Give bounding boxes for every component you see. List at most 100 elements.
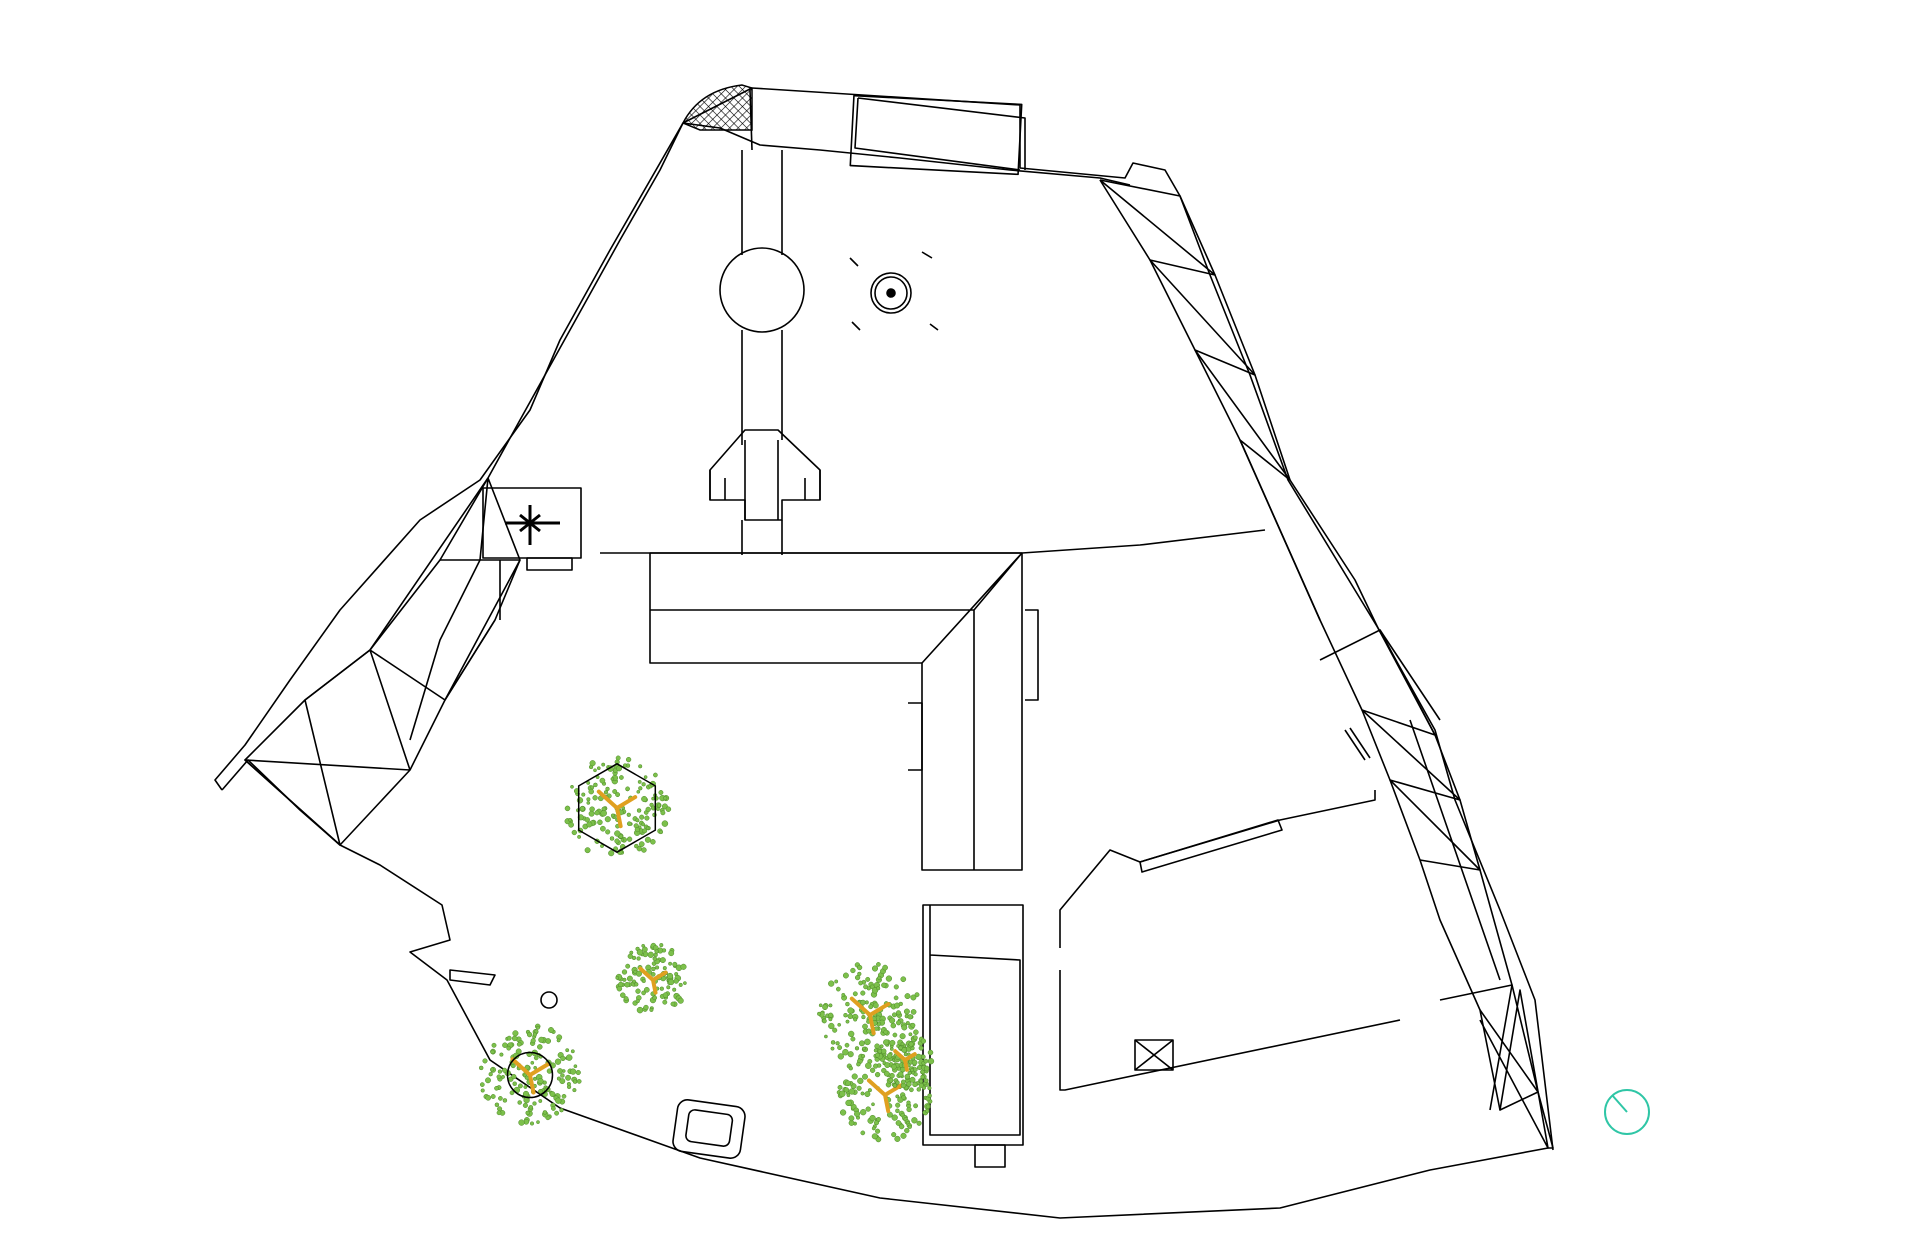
tree-leaf <box>898 1001 903 1007</box>
tree-leaf <box>925 1108 930 1114</box>
tree-trunk <box>849 996 891 1036</box>
tree-leaf <box>914 992 920 998</box>
tree-leaf <box>876 1116 881 1122</box>
tree-leaf <box>900 1042 905 1046</box>
tree-leaf <box>625 756 632 763</box>
tree-leaf <box>927 1049 934 1056</box>
tree-leaf <box>845 1080 851 1087</box>
tree-leaf <box>892 1032 898 1038</box>
garden-pavilion-inner <box>685 1109 734 1147</box>
tree-leaf <box>857 1077 864 1085</box>
tree-leaf <box>573 1064 578 1069</box>
tree-leaf <box>545 1038 552 1044</box>
tree-leaf <box>651 966 656 972</box>
tree-leaf <box>589 760 596 767</box>
tree-leaf <box>830 1040 836 1045</box>
tree-leaf <box>895 1102 901 1108</box>
tree-leaf <box>861 1014 866 1020</box>
tree-leaf <box>900 1079 906 1085</box>
tree-leaf <box>668 979 675 986</box>
tree-leaf <box>501 1074 505 1079</box>
tree-leaf <box>538 1088 543 1094</box>
tree-leaf <box>879 1044 884 1049</box>
tree-leaf <box>862 1046 866 1051</box>
tree-leaf <box>822 1018 827 1024</box>
tree-leaf <box>538 1036 545 1043</box>
tree-leaf <box>837 1045 843 1051</box>
tree-leaf <box>512 1030 519 1037</box>
tree-leaf <box>889 1039 896 1046</box>
tree-leaf <box>863 984 869 990</box>
statue-symbol <box>505 505 560 545</box>
tree-leaf <box>854 1046 860 1051</box>
tree-leaf <box>847 1051 854 1058</box>
tree-leaf <box>635 970 642 977</box>
tree-leaf <box>901 1024 908 1031</box>
tree-leaf <box>641 822 646 827</box>
tree-leaf <box>856 1085 862 1091</box>
tree-leaf <box>554 1110 560 1116</box>
tree-leaf <box>636 808 642 813</box>
tree-leaf <box>828 1012 834 1018</box>
tree-leaf <box>851 1073 858 1080</box>
tree-leaf <box>912 1035 918 1041</box>
tree-leaf <box>584 847 591 854</box>
tree-leaf <box>865 976 871 982</box>
tree-leaf <box>888 1077 894 1083</box>
tree-leaf <box>927 1093 932 1098</box>
tree-leaf <box>842 972 849 979</box>
fountain-outer <box>870 272 912 314</box>
tree-leaf <box>608 850 615 857</box>
tree-leaf <box>655 965 660 970</box>
site-boundary-west <box>214 122 684 791</box>
tree-leaf <box>511 1074 517 1080</box>
tree-leaf <box>637 779 642 784</box>
tree-leaf <box>572 1079 578 1084</box>
tree-leaf <box>835 1041 840 1046</box>
tree-leaf <box>530 1038 536 1044</box>
tree-leaf <box>890 1022 897 1029</box>
tree-leaf <box>862 1023 868 1030</box>
tree-leaf <box>920 1074 925 1080</box>
tree-leaf <box>570 1049 575 1054</box>
tree-leaf <box>605 786 610 792</box>
tree-leaf <box>643 986 650 993</box>
tree-leaf <box>494 1102 500 1108</box>
southeast-small-block <box>974 1144 1006 1168</box>
tree-leaf <box>895 1120 902 1126</box>
tree-leaf <box>622 763 628 768</box>
cross-pavilion-stairs <box>709 440 821 520</box>
tree-leaf <box>871 965 879 972</box>
tree-leaf <box>912 1081 918 1088</box>
tree-leaf <box>627 953 633 959</box>
tree-leaf <box>497 1106 503 1112</box>
central-building-stairs <box>908 609 1039 771</box>
tree-leaf <box>839 1109 847 1116</box>
tree-leaf <box>923 1065 930 1072</box>
tree-leaf <box>645 826 650 830</box>
hatched-corner <box>681 84 753 131</box>
tree-leaf <box>873 1063 879 1069</box>
tree-leaf <box>566 1081 571 1087</box>
north-marker <box>1604 1089 1650 1135</box>
tree-leaf <box>837 1053 844 1060</box>
tree-leaf <box>530 1060 535 1065</box>
tree-leaf <box>559 1078 566 1085</box>
tree-leaf <box>632 979 636 984</box>
tree-leaf <box>548 1027 554 1033</box>
tree-leaf <box>659 957 666 964</box>
tree-leaf <box>644 815 650 821</box>
tree-leaf <box>597 819 603 826</box>
tree-leaf <box>850 967 856 974</box>
tree-leaf <box>848 1115 855 1122</box>
tree-leaf <box>653 772 658 778</box>
tree-leaf <box>666 985 671 990</box>
tree-leaf <box>916 1087 922 1092</box>
tree-leaf <box>900 976 907 983</box>
tree-leaf <box>497 1069 503 1074</box>
tree-leaf <box>641 978 646 984</box>
tree-leaf <box>538 1099 543 1103</box>
east-court-kiosk <box>1134 1039 1174 1071</box>
tree-leaf <box>639 814 645 820</box>
tree-leaf <box>677 997 684 1004</box>
